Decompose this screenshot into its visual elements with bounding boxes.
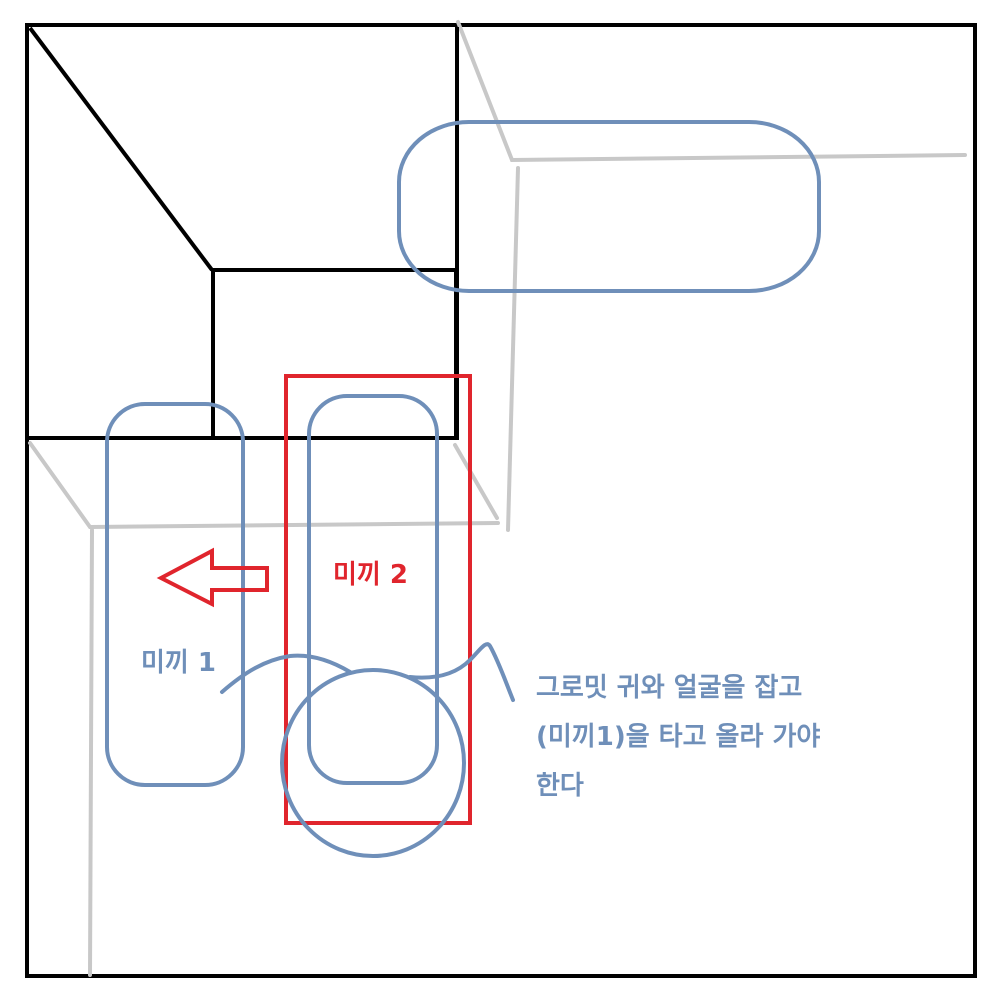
outer-frame bbox=[25, 23, 977, 978]
guide-upper-right bbox=[456, 20, 967, 163]
mikki2-highlight-box bbox=[284, 374, 472, 825]
mikki1-label: 미끼 1 bbox=[141, 648, 216, 678]
note-line-3: 한다 bbox=[536, 771, 584, 801]
perspective-guides bbox=[28, 20, 967, 977]
grommit-ear-left bbox=[220, 653, 352, 694]
mikki1-shape bbox=[105, 402, 245, 787]
inner-box bbox=[211, 268, 458, 440]
note-line-1: 그로밋 귀와 얼굴을 잡고 bbox=[536, 673, 802, 703]
platform-top-right bbox=[397, 120, 821, 293]
note-line-2: (미끼1)을 타고 올라 가야 bbox=[536, 722, 820, 752]
box-diagonal bbox=[28, 26, 214, 272]
guide-lower-left bbox=[28, 441, 500, 530]
guide-middle-diagonal bbox=[453, 443, 499, 520]
mikki2-shape bbox=[307, 394, 439, 785]
guide-upper-right-vertical bbox=[506, 166, 520, 532]
mikki2-label: 미끼 2 bbox=[333, 560, 408, 590]
grommit-head-circle bbox=[280, 668, 466, 858]
guide-lower-left-vertical bbox=[88, 528, 94, 977]
grommit-ear-right bbox=[408, 642, 515, 702]
box-structure bbox=[27, 26, 459, 440]
arrow-left-icon bbox=[156, 547, 269, 608]
